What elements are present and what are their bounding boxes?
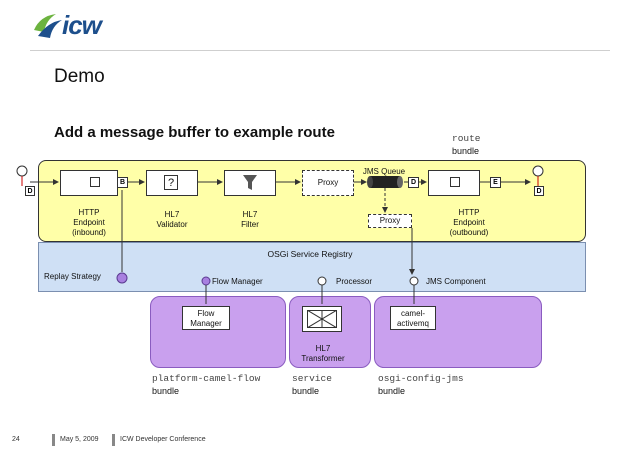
bundle-2-mono: osgi-config-jms — [378, 373, 464, 384]
http-inbound-label: HTTP Endpoint (inbound) — [72, 208, 106, 237]
left-endpoint-circle — [16, 165, 28, 177]
osgi-service-registry — [38, 242, 586, 292]
proxy-node-2: Proxy — [368, 214, 412, 228]
bundle-1-name: bundle — [292, 386, 320, 396]
registry-title: OSGi Service Registry — [267, 249, 353, 259]
route-bundle-name: bundle — [452, 146, 480, 156]
hl7-transformer-label: HL7 Transformer — [301, 344, 345, 363]
http-endpoint-inbound — [60, 170, 118, 196]
footer-event: ICW Developer Conference — [120, 436, 206, 443]
logo: icw — [30, 8, 120, 44]
logo-text: icw — [62, 10, 102, 40]
bundle-0-name: bundle — [152, 386, 180, 396]
camel-activemq-box: camel- activemq — [390, 306, 436, 330]
route-bundle-mono: route — [452, 133, 481, 144]
filter-funnel-icon — [243, 175, 257, 190]
http-outbound-port-icon — [450, 177, 460, 187]
tag-d-right: D — [534, 186, 544, 196]
transformer-icon — [307, 310, 337, 328]
hl7-validator-label: HL7 Validator — [156, 210, 188, 229]
http-outbound-label: HTTP Endpoint (outbound) — [449, 208, 489, 237]
page-subtitle: Add a message buffer to example route — [54, 124, 335, 141]
page-title: Demo — [54, 66, 105, 87]
flow-manager-node-box: Flow Manager — [182, 306, 230, 330]
hl7-filter-label: HL7 Filter — [241, 210, 259, 229]
proxy-node: Proxy — [302, 170, 354, 196]
http-inbound-port-icon — [90, 177, 100, 187]
footer-date: May 5, 2009 — [60, 436, 99, 443]
registry-jms-component: JMS Component — [426, 277, 486, 286]
bundle-0-mono: platform-camel-flow — [152, 373, 261, 384]
footer-separator-2 — [112, 434, 115, 446]
tag-b: B — [117, 177, 128, 188]
tag-e: E — [490, 177, 501, 188]
footer: 24 May 5, 2009 ICW Developer Conference — [0, 432, 638, 451]
footer-separator-1 — [52, 434, 55, 446]
registry-flow-manager: Flow Manager — [212, 277, 263, 286]
tag-d-left: D — [25, 186, 35, 196]
header-divider — [30, 50, 610, 51]
logo-swirl-icon — [34, 14, 62, 38]
registry-replay-strategy: Replay Strategy — [44, 272, 101, 281]
footer-page-number: 24 — [12, 436, 20, 443]
registry-processor: Processor — [336, 277, 373, 286]
bundle-1-mono: service — [292, 373, 332, 384]
tag-d: D — [408, 177, 419, 188]
jms-queue-label: JMS Queue — [362, 167, 406, 176]
bundle-2-name: bundle — [378, 386, 406, 396]
validator-question-icon: ? — [164, 175, 178, 190]
